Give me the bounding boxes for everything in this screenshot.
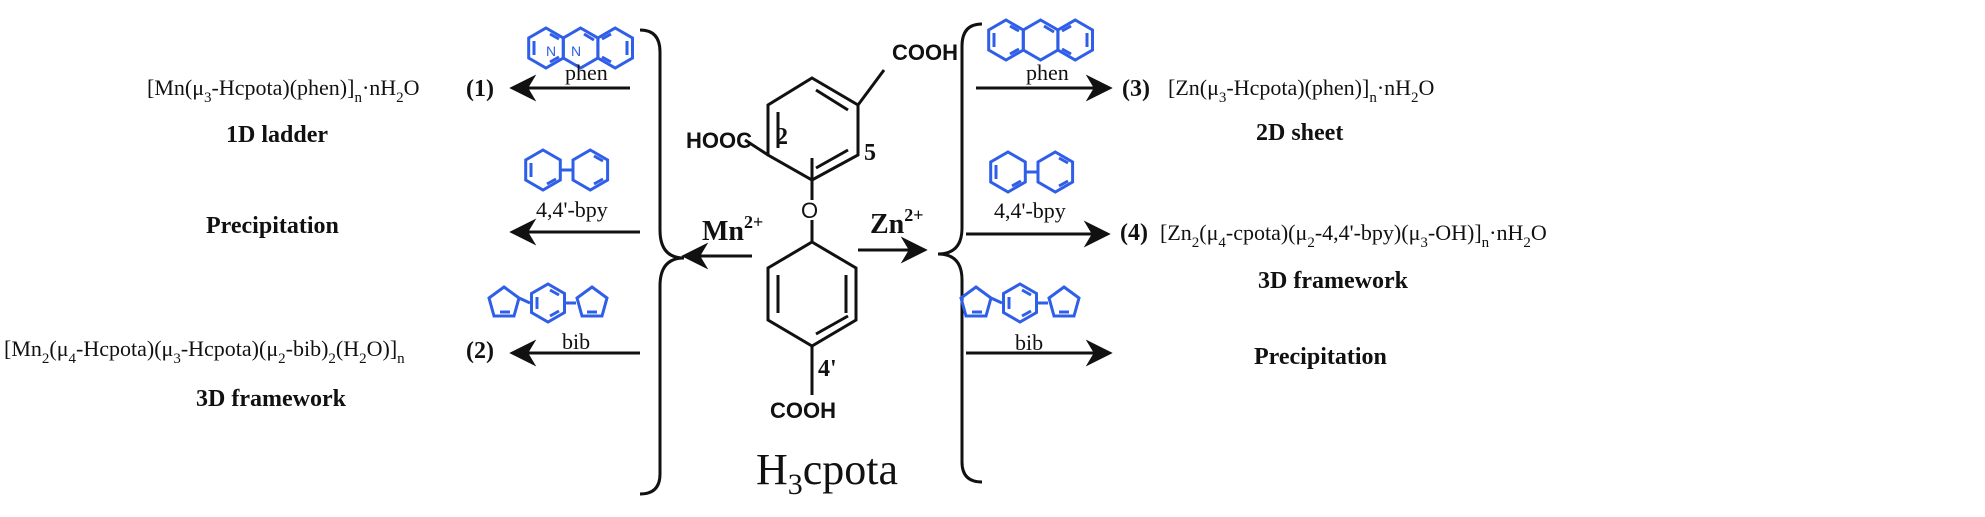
compound-4-number: (4) [1120,220,1148,246]
h3cpota-structure [744,69,886,395]
compound-1-number: (1) [466,76,494,102]
compound-3-number: (3) [1122,76,1150,102]
compound-3-dimensionality: 2D sheet [1256,120,1343,146]
ligand-bib-label: bib [1015,330,1043,355]
ligand-bib-label: bib [562,329,590,354]
zn-ion-label: Zn2+ [870,205,924,240]
ligand-bpy-label: 4,4'-bpy [994,198,1066,223]
bib-structure-icon [959,282,1081,324]
compound-1-formula: [Mn(μ3-Hcpota)(phen)]n·nH2O [147,75,420,106]
compound-4-dimensionality: 3D framework [1258,268,1409,294]
ether-oxygen-label: O [801,198,818,223]
bpy-structure-icon [524,148,610,192]
compound-4-formula: [Zn2(μ4-cpota)(μ2-4,4'-bpy)(μ3-OH)]n·nH2… [1160,220,1547,251]
compound-name: H3cpota [756,445,898,501]
left-brace [639,28,685,496]
mn-ion-label: Mn2+ [702,212,763,247]
right-precipitation-label: Precipitation [1254,344,1387,370]
phen-structure-icon [987,18,1094,62]
cooh-top-label: COOH [892,40,958,65]
hooc-label: HOOC [686,128,752,153]
ligand-bpy-label: 4,4'-bpy [536,197,608,222]
n-atom-label: N [546,43,556,59]
right-brace [937,22,983,484]
position-5-label: 5 [864,140,876,166]
left-precipitation-label: Precipitation [206,213,339,239]
ligand-phen-label: phen [565,60,608,85]
position-2-label: 2 [776,124,788,150]
compound-1-dimensionality: 1D ladder [226,122,328,148]
n-atom-label: N [571,43,581,59]
compound-3-formula: [Zn(μ3-Hcpota)(phen)]n·nH2O [1168,75,1434,106]
position-4prime-label: 4' [818,356,837,382]
bib-structure-icon [487,282,609,324]
cooh-bottom-label: COOH [770,398,836,423]
compound-2-formula: [Mn2(μ4-Hcpota)(μ3-Hcpota)(μ2-bib)2(H2O)… [4,336,405,367]
compound-2-dimensionality: 3D framework [196,386,347,412]
compound-2-number: (2) [466,338,494,364]
bpy-structure-icon [989,150,1075,194]
ligand-phen-label: phen [1026,60,1069,85]
